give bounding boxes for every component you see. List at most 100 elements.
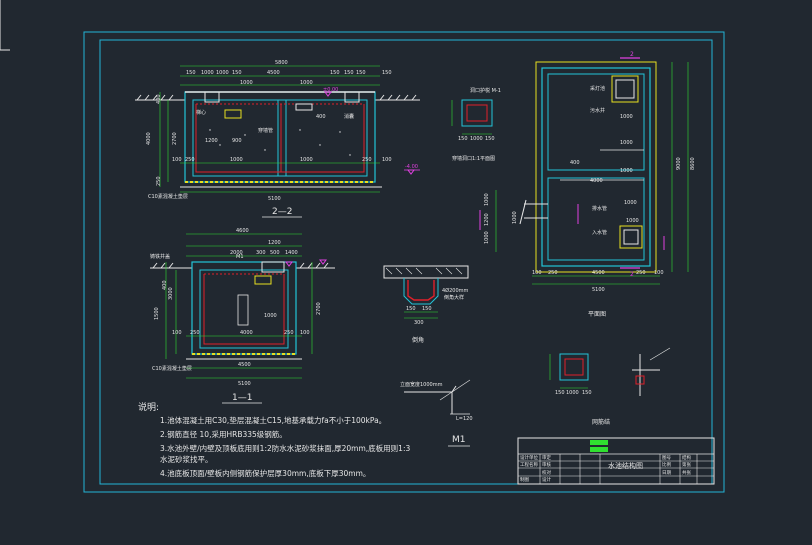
tb-cell-8: 比例 — [662, 461, 671, 468]
fillet-label-big: 倒角大样 — [444, 294, 464, 301]
dim-2-2-b3: 1000 — [230, 157, 243, 163]
fillet-label-rebar: 4Ø200mm — [442, 287, 469, 294]
m1-detail — [404, 379, 471, 415]
dim-2-2-j: 150 — [382, 70, 392, 76]
dim-1-1-side-b: 3000 — [168, 287, 174, 300]
tb-cell-10: 结构 — [682, 454, 691, 461]
section-1-1-title: 1—1 — [232, 393, 252, 403]
dim-2-2-side-total: 4000 — [146, 132, 152, 145]
dim-2-2-h: 1000 — [240, 80, 253, 86]
dim-2-2-f: 150 — [344, 70, 354, 76]
label-2-2-stair: 梯心 — [196, 109, 206, 116]
fillet-dim-b: 150 — [422, 306, 432, 312]
dim-2-2-side-b: 400 — [156, 94, 162, 104]
dim-2-2-b4: 1000 — [300, 157, 313, 163]
dim-2-2-inner: 4500 — [267, 70, 280, 76]
dim-1-1-b1: 100 — [172, 330, 182, 336]
dim-2-2-g: 150 — [356, 70, 366, 76]
tb-cell-11: 第张 — [682, 461, 691, 468]
note-3b: 水泥砂浆找平。 — [160, 454, 213, 464]
fillet-dim-a: 150 — [406, 306, 416, 312]
plan-dim-b2: 250 — [548, 270, 558, 276]
plan-label-inlet: 入水管 — [592, 229, 607, 236]
rebar-dim-b: 1000 — [566, 390, 579, 396]
plan-dim-r1: 9000 — [676, 157, 682, 170]
plan-dim-i5: 4000 — [590, 178, 603, 184]
plan-dim-i2: 1000 — [620, 140, 633, 146]
plan-title: 平面图 — [588, 311, 606, 318]
fillet-detail — [383, 265, 469, 319]
rebar-dim-a: 150 — [555, 390, 565, 396]
dim-2-2-total-top: 5800 — [275, 60, 288, 66]
dim-1-1-side-c: 2700 — [316, 302, 322, 315]
label-1-1-cover: 铸铁井盖 — [150, 253, 170, 260]
tb-cell-1: 工程名称 — [520, 461, 538, 468]
dim-1-1-e: 1400 — [285, 250, 298, 256]
dim-1-1-c: 300 — [256, 250, 266, 256]
label-2-2-900: 900 — [232, 138, 242, 144]
dim-2-2-a: 150 — [186, 70, 196, 76]
label-2-2-1200: 1200 — [205, 138, 218, 144]
dim-2-2-b5: 250 — [362, 157, 372, 163]
rebar-dim-c: 150 — [582, 390, 592, 396]
tb-cell-2: 审定 — [542, 454, 551, 461]
tb-cell-6: 制图 — [520, 476, 529, 483]
label-1-1-base: C10素混凝土垫层 — [152, 365, 192, 372]
plan-dim-b4: 250 — [636, 270, 646, 276]
dim-2-2-side-a: 250 — [156, 176, 162, 186]
dim-1-1-d: 500 — [270, 250, 280, 256]
hole-detail-label: 洞口护棁 M-1 — [470, 87, 501, 94]
section-2-2-title: 2—2 — [272, 207, 292, 217]
fillet-title: 倒角 — [412, 336, 424, 344]
hole-detail-title: 穿墙洞口1:1平面图 — [452, 155, 495, 162]
plan-dim-l4: 1000 — [512, 211, 518, 224]
dim-2-2-b2: 250 — [185, 157, 195, 163]
plan-dim-b5: 100 — [654, 270, 664, 276]
label-1-1-m1: M1 — [236, 254, 244, 260]
plan-dim-l2: 1200 — [484, 213, 490, 226]
tb-cell-12: 共张 — [682, 469, 691, 476]
plan-view — [479, 57, 689, 285]
section-2-2 — [135, 65, 420, 193]
plan-dim-i3: 400 — [570, 160, 580, 166]
rebar-detail-title: 网筋结 — [592, 418, 610, 426]
m1-label-width: 立面宽度1000mm — [400, 381, 443, 388]
dim-1-1-total: 5100 — [238, 381, 251, 387]
hole-detail — [451, 99, 493, 135]
dim-1-1-b5: 100 — [300, 330, 310, 336]
plan-dim-l3: 1000 — [484, 231, 490, 244]
plan-dim-i7: 1000 — [626, 218, 639, 224]
dim-1-1-b4: 250 — [284, 330, 294, 336]
dim-2-2-b1: 100 — [172, 157, 182, 163]
dim-1-1-b: 2000 — [230, 250, 243, 256]
plan-dim-total: 5100 — [592, 287, 605, 293]
dim-1-1-b2: 250 — [190, 330, 200, 336]
dim-2-2-d: 150 — [232, 70, 242, 76]
dim-2-2-i: 1000 — [300, 80, 313, 86]
note-1: 1.池体混凝土用C30,垫层混凝土C15,地基承载力fa不小于100kPa。 — [160, 415, 386, 425]
tb-cell-7: 图号 — [662, 455, 671, 461]
label-1-1-1000: 1000 — [264, 313, 277, 319]
level-2-2-bottom: -4.00 — [405, 164, 418, 170]
dim-1-1-side-d: 400 — [162, 280, 168, 290]
dim-2-2-b: 1000 — [201, 70, 214, 76]
plan-dim-b3: 4500 — [592, 270, 605, 276]
tb-cell-5: 设计 — [542, 476, 551, 483]
note-2: 2.钢筋直径 10,采用HRB335级钢筋。 — [160, 429, 287, 439]
level-2-2-top: ±0.00 — [323, 87, 338, 93]
title-block — [517, 437, 715, 485]
dim-2-2-total-bottom: 5100 — [268, 196, 281, 202]
section-1-1 — [150, 233, 335, 379]
plan-cut-bottom: 2 — [630, 271, 634, 278]
label-2-2-base: C10素混凝土垫层 — [148, 193, 188, 200]
dim-1-1-a: 1200 — [268, 240, 281, 246]
hole-dim-b: 1000 — [470, 136, 483, 142]
dim-2-2-b6: 100 — [382, 157, 392, 163]
tb-drawing-title: 水池结构图 — [608, 461, 643, 470]
rebar-detail — [549, 347, 671, 396]
m1-label-length: L=120 — [456, 416, 473, 422]
tb-cell-0: 设计单位 — [520, 454, 538, 461]
dim-1-1-total-top: 4600 — [236, 228, 249, 234]
plan-dim-r2: 8600 — [690, 157, 696, 170]
